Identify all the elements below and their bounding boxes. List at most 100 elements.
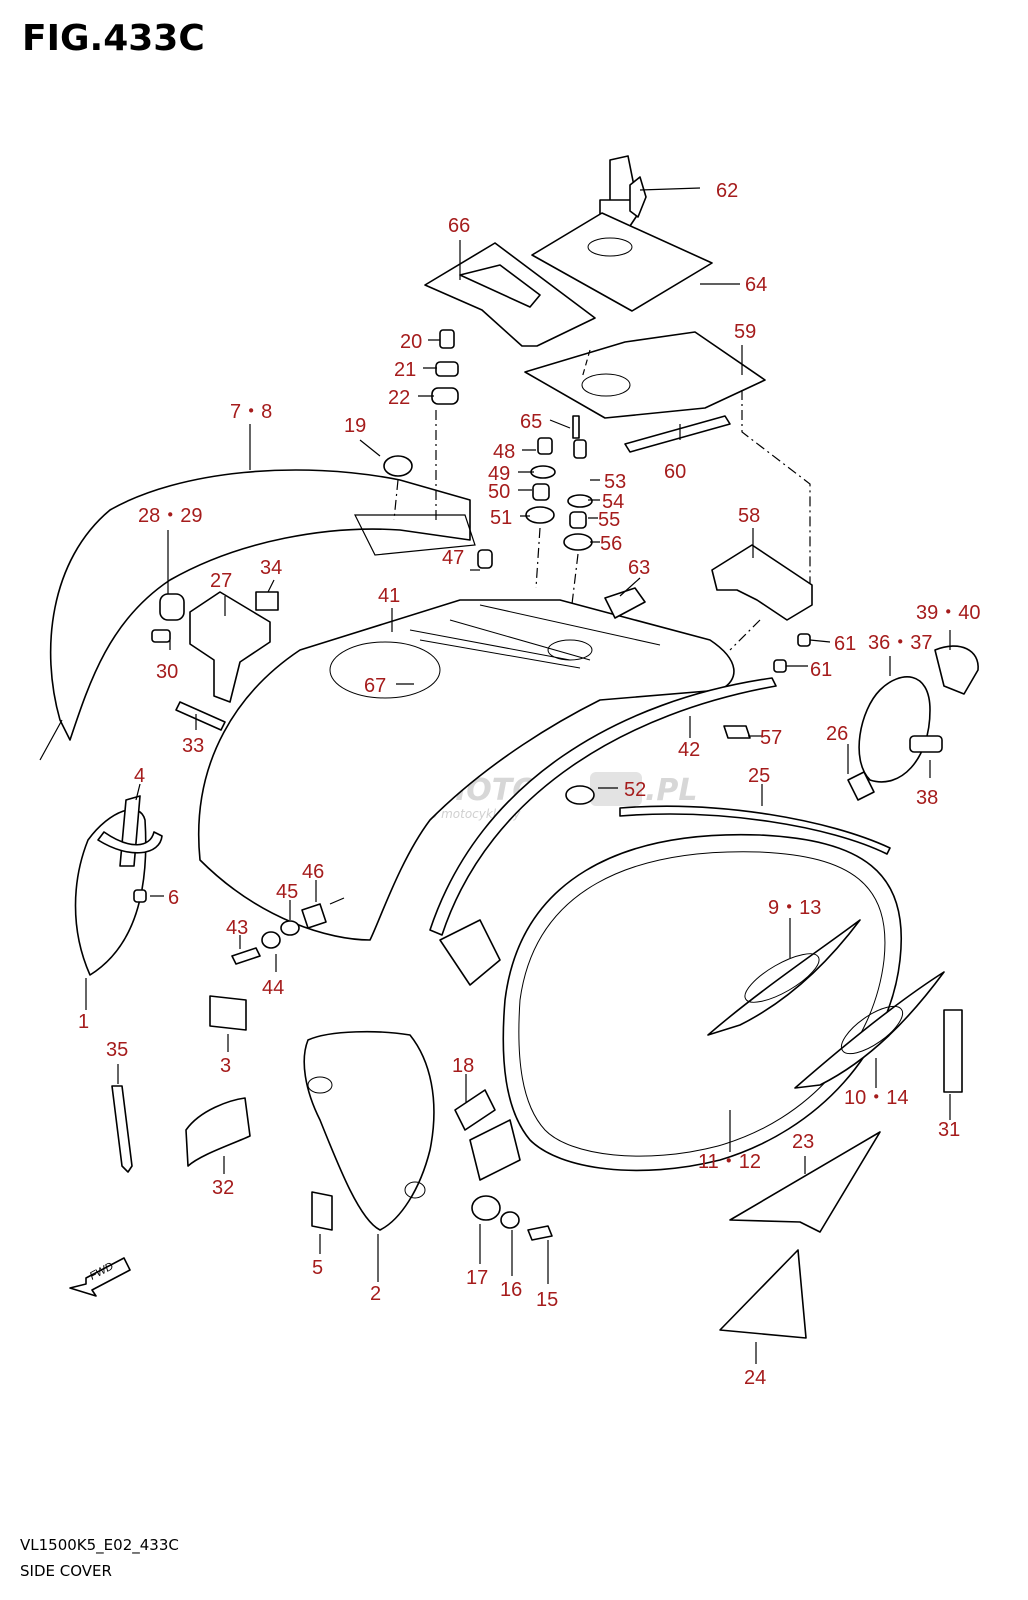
callout-64: 64 (745, 274, 767, 296)
callout-9-13: 9・13 (768, 897, 821, 919)
figure-footer: VL1500K5_E02_433C SIDE COVER (20, 1532, 179, 1584)
callout-53: 53 (604, 471, 626, 493)
callout-39-40: 39・40 (916, 602, 981, 624)
part-35-tie (111, 1085, 133, 1173)
callout-17: 17 (466, 1267, 488, 1289)
callout-48: 48 (493, 441, 515, 463)
fwd-arrow-icon: FWD (69, 1257, 131, 1297)
part-52-grommet (565, 785, 595, 805)
callout-57: 57 (760, 727, 782, 749)
callout-16: 16 (500, 1279, 522, 1301)
part-9-13-emblem (707, 919, 861, 1036)
callout-38: 38 (916, 787, 938, 809)
part-26-40-right-pieces (847, 645, 979, 801)
part-47-grommet (477, 549, 493, 569)
part-25-strip (619, 805, 891, 855)
callout-34: 34 (260, 557, 282, 579)
part-42-strip (429, 677, 777, 936)
callout-25: 25 (748, 765, 770, 787)
figure-title: FIG.433C (22, 18, 205, 59)
figure-caption: SIDE COVER (20, 1562, 112, 1580)
part-60-strip (624, 415, 731, 453)
part-27-33-34 (175, 591, 279, 731)
callout-1: 1 (78, 1011, 89, 1033)
callout-7-8: 7・8 (230, 401, 272, 423)
callout-46: 46 (302, 861, 324, 883)
callout-6: 6 (168, 887, 179, 909)
part-7-8-fender-cover (39, 469, 476, 761)
callout-36-37: 36・37 (868, 632, 933, 654)
callout-33: 33 (182, 735, 204, 757)
part-58-bracket (711, 544, 813, 621)
part-15-17-hardware (471, 1195, 553, 1241)
callout-5: 5 (312, 1257, 323, 1279)
callout-35: 35 (106, 1039, 128, 1061)
callout-3: 3 (220, 1055, 231, 1077)
part-1-4-6 (74, 795, 163, 976)
callout-2: 2 (370, 1283, 381, 1305)
part-23-decal (729, 1131, 881, 1233)
part-41-seat-base (198, 599, 735, 941)
part-28-30 (151, 593, 185, 643)
callout-19: 19 (344, 415, 366, 437)
callout-32: 32 (212, 1177, 234, 1199)
callout-65: 65 (520, 411, 542, 433)
part-61-bolts (773, 633, 811, 673)
callout-58: 58 (738, 505, 760, 527)
watermark-domain: .PL (645, 773, 698, 808)
callout-23: 23 (792, 1131, 814, 1153)
callout-labels: 62 66 64 59 20 21 22 7・8 19 65 48 49 50 … (78, 180, 981, 1389)
callout-61a: 61 (834, 633, 856, 655)
callout-11-12: 11・12 (698, 1151, 761, 1173)
callout-54: 54 (602, 491, 624, 513)
callout-42: 42 (678, 739, 700, 761)
part-10-14-emblem (794, 971, 945, 1089)
callout-50: 50 (488, 481, 510, 503)
callout-43: 43 (226, 917, 248, 939)
part-48-56-hardware (525, 415, 593, 551)
callout-62: 62 (716, 180, 738, 202)
part-24-decal (719, 1249, 807, 1339)
callout-28-29: 28・29 (138, 505, 203, 527)
callout-66: 66 (448, 215, 470, 237)
callout-52: 52 (624, 779, 646, 801)
part-66-64-covers (424, 212, 713, 347)
part-5-tag (311, 1191, 333, 1231)
callout-30: 30 (156, 661, 178, 683)
part-43-46-hardware (231, 897, 345, 965)
callout-24: 24 (744, 1367, 766, 1389)
part-19-grommet (383, 455, 413, 477)
part-31-strip (943, 1009, 963, 1093)
callout-56: 56 (600, 533, 622, 555)
part-20-22-hardware (431, 329, 459, 405)
callout-59: 59 (734, 321, 756, 343)
callout-15: 15 (536, 1289, 558, 1311)
part-32-tube (185, 1097, 251, 1167)
callout-47: 47 (442, 547, 464, 569)
callout-10-14: 10・14 (844, 1087, 909, 1109)
part-59-top-plate (524, 331, 766, 419)
callout-31: 31 (938, 1119, 960, 1141)
callout-55: 55 (598, 509, 620, 531)
callout-45: 45 (276, 881, 298, 903)
callout-21: 21 (394, 359, 416, 381)
callout-63: 63 (628, 557, 650, 579)
part-2-18 (303, 1030, 521, 1231)
callout-18: 18 (452, 1055, 474, 1077)
callout-26: 26 (826, 723, 848, 745)
callout-41: 41 (378, 585, 400, 607)
callout-60: 60 (664, 461, 686, 483)
leader-lines (85, 187, 951, 1364)
callout-51: 51 (490, 507, 512, 529)
part-57-tag (723, 725, 751, 739)
callout-67: 67 (364, 675, 386, 697)
callout-22: 22 (388, 387, 410, 409)
callout-49: 49 (488, 463, 510, 485)
part-3-tag (209, 995, 247, 1031)
callout-20: 20 (400, 331, 422, 353)
callout-27: 27 (210, 570, 232, 592)
watermark-badge (590, 772, 642, 806)
callout-4: 4 (134, 765, 145, 787)
callout-44: 44 (262, 977, 284, 999)
